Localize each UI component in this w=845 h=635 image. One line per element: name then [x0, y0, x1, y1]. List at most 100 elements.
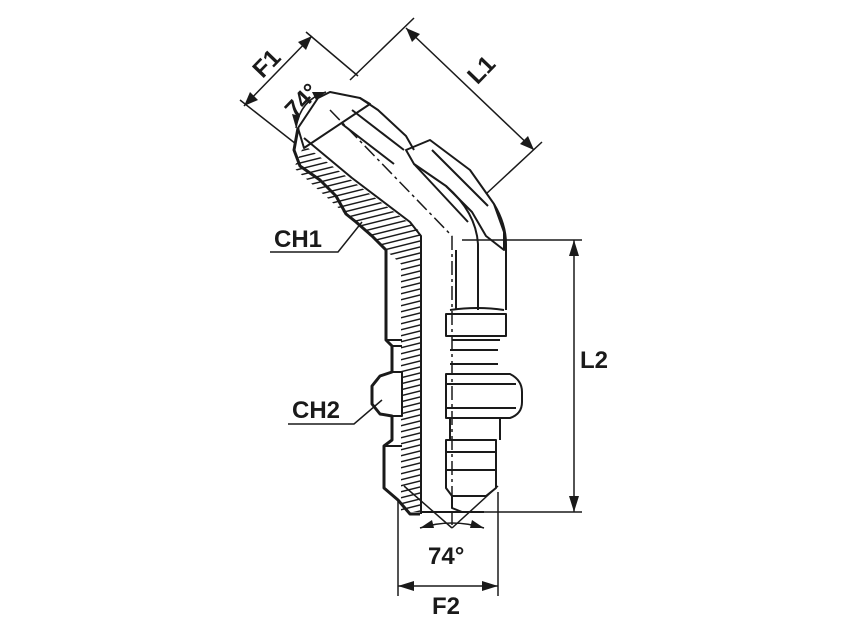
- hatch-line: [294, 145, 421, 163]
- nut-edge-a: [413, 163, 469, 223]
- f2-label: F2: [432, 593, 460, 620]
- hatch-line: [294, 481, 421, 512]
- hatch-line: [294, 145, 421, 157]
- collar-top-curve: [449, 307, 505, 311]
- angled-nut: [405, 139, 505, 251]
- hex-nut: [445, 373, 523, 419]
- hatch-line: [294, 187, 421, 229]
- hatch-line: [294, 151, 421, 193]
- l1-ext-a: [349, 17, 415, 81]
- hatch-line: [294, 445, 421, 487]
- l2-label: L2: [580, 347, 608, 374]
- hatch-line: [294, 505, 421, 512]
- hatch-line: [294, 181, 421, 223]
- ch2-leader: [288, 399, 383, 425]
- hatch-line: [294, 271, 421, 313]
- hatch-line: [294, 511, 421, 512]
- f2-arrow-right: [482, 581, 498, 591]
- hatch-line: [294, 349, 421, 391]
- l1-arrow-b: [520, 136, 534, 150]
- angle-bottom-label: 74°: [428, 543, 464, 570]
- hatch-line: [294, 361, 421, 403]
- angle-bottom-arrow-b: [470, 520, 484, 528]
- angle-top-label: 74°: [280, 79, 325, 124]
- hatch-line: [294, 427, 421, 469]
- angled-body-top: [359, 97, 415, 151]
- hatch-line: [294, 289, 421, 331]
- f1-ext-b: [305, 31, 359, 77]
- center-lines: [329, 109, 453, 528]
- exterior-half: [297, 91, 523, 513]
- hatch-line: [294, 169, 421, 211]
- hatch-line: [294, 319, 421, 361]
- hatch-line: [294, 313, 421, 355]
- hatch-line: [294, 433, 421, 475]
- l1-arrow-a: [406, 28, 420, 42]
- elbow-inner-curve: [445, 185, 479, 310]
- l1-ext-b: [485, 141, 543, 195]
- hatch-line: [294, 157, 421, 199]
- dim-l1: L1: [349, 17, 543, 195]
- l2-arrow-top: [569, 240, 579, 256]
- hatch-line: [280, 524, 440, 564]
- hatch-line: [294, 499, 421, 512]
- f1-arrow-b: [298, 36, 312, 50]
- l1-label: L1: [462, 51, 501, 90]
- hatch-line: [294, 343, 421, 385]
- ch1-leader: [270, 221, 363, 253]
- angled-centerline: [329, 109, 453, 237]
- hatch-line: [294, 301, 421, 343]
- leader-ch1: CH1: [270, 221, 363, 253]
- hatch-line: [294, 295, 421, 337]
- ch1-label: CH1: [274, 226, 322, 253]
- f1-arrow-a: [244, 92, 258, 106]
- angle-bottom: 74°: [403, 485, 499, 570]
- angle-bottom-arrow-a: [420, 520, 434, 528]
- angle-top-arrow-b: [312, 92, 326, 100]
- hatch-line: [294, 247, 421, 289]
- f1-label: F1: [248, 44, 287, 83]
- angled-body-lines: [351, 109, 405, 151]
- elbow-outer-curve: [493, 203, 507, 310]
- l2-arrow-bottom: [569, 496, 579, 512]
- hatch-line: [294, 457, 421, 499]
- hatch-line: [280, 518, 440, 558]
- hatch-line: [294, 469, 421, 511]
- hatch-line: [294, 307, 421, 349]
- lower-thread: [445, 439, 497, 471]
- hatch-line: [294, 259, 421, 301]
- hatch-line: [294, 493, 421, 512]
- hatch-line: [294, 265, 421, 307]
- hatch-line: [294, 439, 421, 481]
- hatch-line: [294, 355, 421, 397]
- hatch-line: [294, 463, 421, 505]
- hatch-line: [294, 277, 421, 319]
- hatch-line: [294, 325, 421, 367]
- hatch-line: [294, 487, 421, 512]
- hex-step-left: [392, 371, 403, 417]
- dim-f2: F2: [397, 492, 499, 620]
- hatch-line: [294, 337, 421, 379]
- ch2-label: CH2: [292, 397, 340, 424]
- hatch-line: [294, 175, 421, 217]
- dim-l2: L2: [462, 239, 608, 513]
- f1-ext-a: [239, 99, 297, 145]
- nut-edge-b: [431, 149, 489, 207]
- hatch-line: [294, 331, 421, 373]
- l1-dim-line: [405, 27, 535, 151]
- section-inner-bore: [303, 137, 422, 514]
- hatch-line: [294, 451, 421, 493]
- collar: [445, 313, 507, 337]
- angle-bottom-ray-b: [451, 485, 499, 529]
- f2-arrow-left: [398, 581, 414, 591]
- hatch-line: [294, 283, 421, 325]
- bottom-nose: [445, 470, 497, 497]
- hatch-line: [294, 421, 421, 463]
- angle-top-arrow-a: [292, 114, 300, 128]
- hatch-line: [294, 253, 421, 295]
- f1-dim-line: [243, 35, 313, 107]
- leader-ch2: CH2: [288, 397, 383, 425]
- angle-bottom-ray-a: [403, 485, 453, 529]
